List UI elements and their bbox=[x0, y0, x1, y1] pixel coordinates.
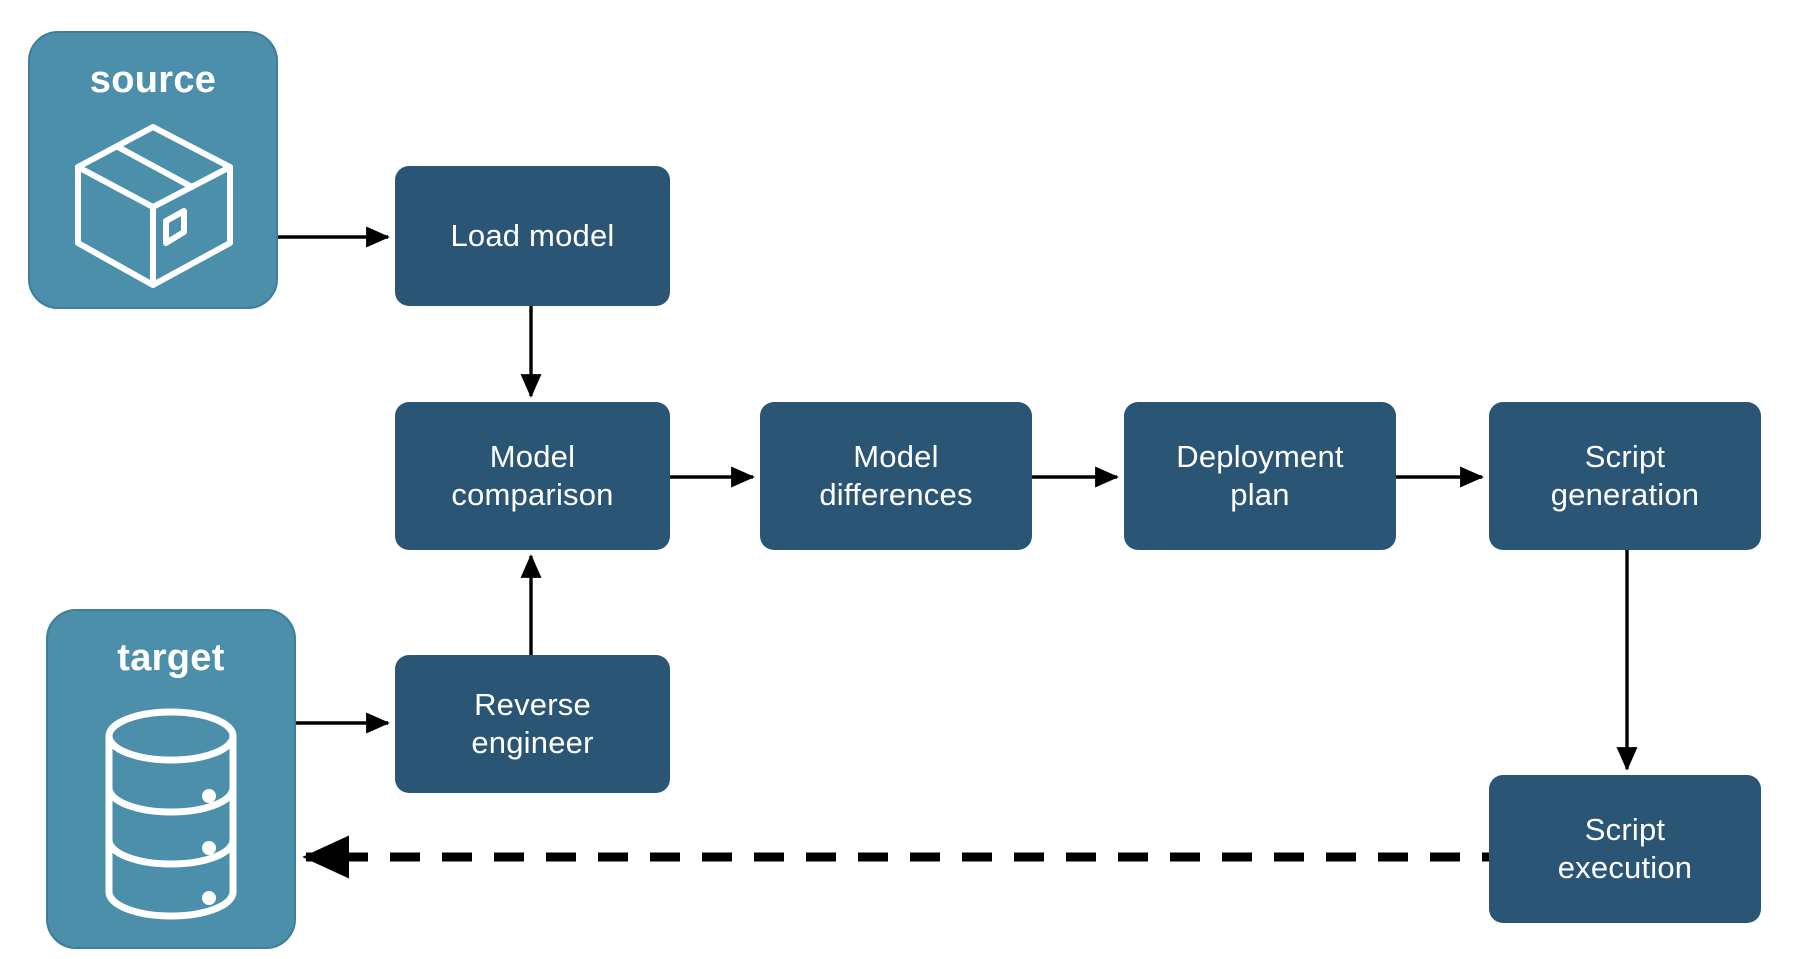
endpoint-source[interactable]: source bbox=[28, 31, 278, 309]
process-script-execution[interactable]: Script execution bbox=[1489, 775, 1761, 923]
endpoint-target[interactable]: target bbox=[46, 609, 296, 949]
process-script-execution-label: Script execution bbox=[1557, 812, 1693, 885]
endpoint-target-label: target bbox=[117, 637, 225, 679]
process-load-model[interactable]: Load model bbox=[395, 166, 670, 306]
process-load-model-label: Load model bbox=[450, 218, 615, 254]
process-script-generation-label: Script generation bbox=[1550, 439, 1700, 512]
process-script-generation[interactable]: Script generation bbox=[1489, 402, 1761, 550]
package-box-icon bbox=[30, 102, 276, 307]
process-reverse-engineer[interactable]: Reverse engineer bbox=[395, 655, 670, 793]
process-model-differences[interactable]: Model differences bbox=[760, 402, 1032, 550]
process-deployment-plan[interactable]: Deployment plan bbox=[1124, 402, 1396, 550]
process-model-comparison-label: Model comparison bbox=[451, 439, 614, 512]
process-model-comparison[interactable]: Model comparison bbox=[395, 402, 670, 550]
database-cylinder-icon bbox=[48, 680, 294, 947]
process-deployment-plan-label: Deployment plan bbox=[1176, 439, 1344, 512]
process-reverse-engineer-label: Reverse engineer bbox=[471, 687, 594, 760]
process-model-differences-label: Model differences bbox=[819, 439, 973, 512]
endpoint-source-label: source bbox=[89, 59, 217, 101]
